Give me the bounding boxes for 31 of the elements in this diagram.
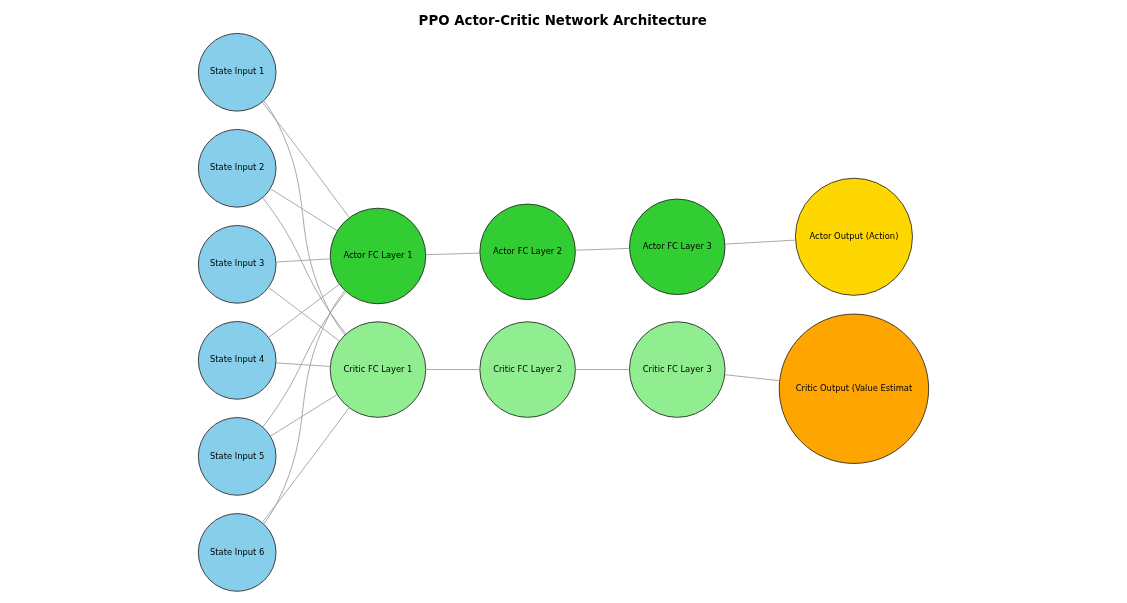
connector	[262, 197, 347, 335]
connector	[724, 374, 780, 382]
node-circle: State Input 1	[197, 33, 277, 112]
connector	[270, 394, 338, 437]
connector	[575, 369, 630, 370]
connector	[275, 258, 331, 263]
connector	[261, 101, 350, 218]
connector	[724, 239, 796, 245]
connector	[261, 407, 350, 523]
diagram-title: PPO Actor-Critic Network Architecture	[418, 12, 707, 28]
connector	[275, 362, 331, 367]
node-circle: State Input 5	[197, 417, 277, 496]
node-circle: Critic FC Layer 2	[479, 321, 576, 418]
node-circle: Actor FC Layer 2	[479, 203, 576, 300]
connector	[263, 100, 346, 336]
node-circle: Actor Output (Action)	[795, 177, 913, 296]
node-circle: Actor FC Layer 3	[629, 198, 726, 295]
connector	[263, 290, 346, 525]
node-circle: State Input 2	[197, 129, 277, 208]
node-circle: Critic FC Layer 3	[629, 321, 726, 418]
connector	[262, 291, 347, 428]
node-circle: Critic FC Layer 1	[329, 321, 427, 418]
node-circle: State Input 4	[197, 321, 277, 400]
node-circle: Critic Output (Value Estimat	[778, 313, 930, 464]
connector	[269, 188, 338, 232]
connector	[425, 252, 481, 256]
node-circle: Actor FC Layer 1	[329, 207, 427, 305]
connector	[425, 369, 481, 370]
node-circle: State Input 3	[197, 225, 277, 304]
connector	[575, 247, 630, 251]
node-circle: State Input 6	[197, 513, 277, 592]
